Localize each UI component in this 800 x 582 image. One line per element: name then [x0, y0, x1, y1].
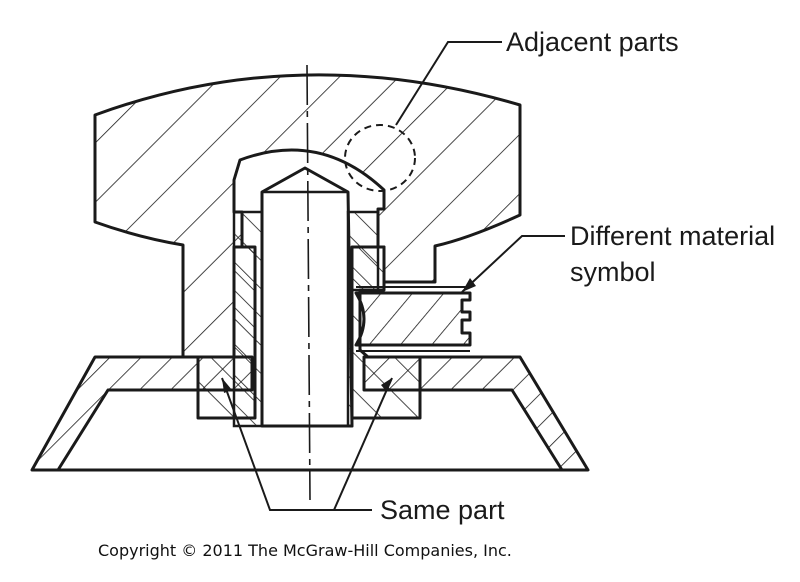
same-part-label: Same part: [380, 495, 505, 525]
set-screw: [354, 291, 472, 347]
bore-liner-left: [232, 210, 264, 428]
different-material-label-line2: symbol: [570, 257, 656, 287]
adjacent-parts-circle: [344, 124, 416, 192]
bore-liner-right: [346, 210, 380, 428]
copyright-notice: Copyright © 2011 The McGraw-Hill Compani…: [98, 541, 512, 560]
adjacent-parts-label: Adjacent parts: [506, 27, 679, 57]
same-part-leader-right: [333, 377, 393, 511]
different-material-leader: [461, 235, 565, 293]
adjacent-parts-leader: [395, 41, 502, 126]
center-line: [306, 64, 311, 501]
different-material-label-line1: Different material: [570, 221, 776, 251]
same-part-leader-left: [221, 377, 372, 511]
shaft: [260, 166, 354, 428]
